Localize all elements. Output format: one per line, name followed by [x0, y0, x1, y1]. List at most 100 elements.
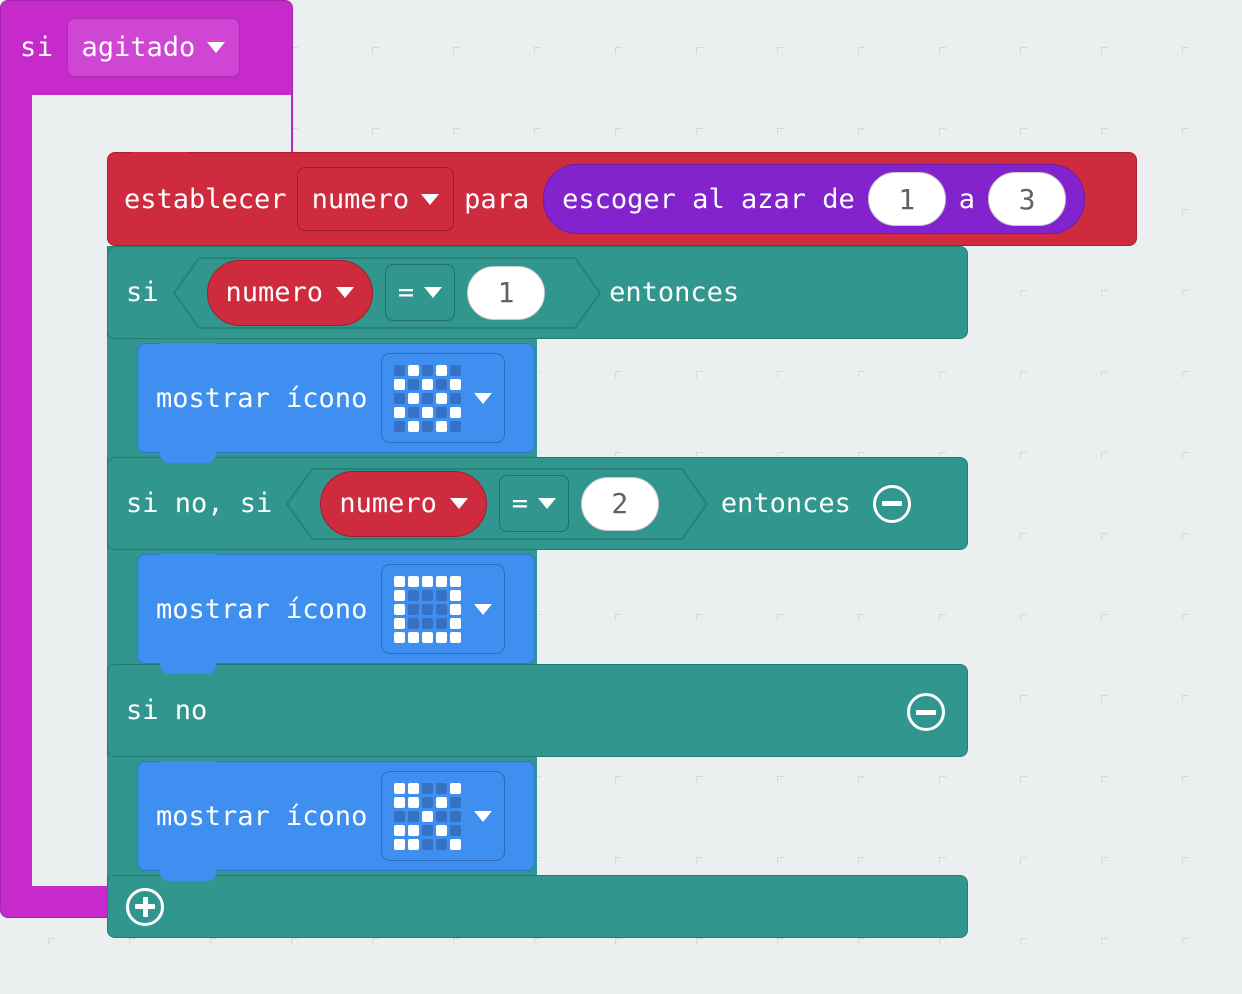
checkerboard-icon — [394, 364, 462, 432]
minus-circle-icon[interactable] — [872, 484, 911, 523]
led-cell — [394, 420, 406, 432]
show-icon-block-2[interactable]: mostrar ícono — [137, 554, 535, 674]
led-cell — [394, 392, 406, 404]
set-variable-connector: para — [464, 183, 530, 215]
chevron-down-icon — [537, 498, 556, 509]
led-cell — [450, 392, 462, 404]
led-cell — [436, 589, 448, 601]
set-variable-keyword: establecer — [124, 183, 287, 215]
set-variable-block[interactable]: establecer numero para escoger al azar d… — [107, 152, 1137, 246]
chevron-down-icon — [474, 603, 493, 615]
diamond-icon — [394, 782, 462, 850]
led-cell — [422, 420, 434, 432]
led-cell — [394, 796, 406, 808]
minus-circle-icon[interactable] — [907, 693, 945, 731]
block-top-notch — [160, 343, 216, 354]
led-cell — [394, 603, 406, 615]
led-cell — [450, 824, 462, 836]
then-keyword-label-1: entonces — [609, 277, 740, 308]
pick-random-block[interactable]: escoger al azar de 1 a 3 — [543, 164, 1086, 234]
led-cell — [394, 782, 406, 794]
chevron-down-icon — [474, 810, 493, 822]
led-cell — [422, 617, 434, 629]
led-cell — [408, 810, 420, 822]
led-cell — [394, 406, 406, 418]
led-cell — [450, 810, 462, 822]
pick-random-between-label: a — [958, 183, 976, 215]
led-cell — [436, 392, 448, 404]
show-icon-picker-1[interactable] — [381, 353, 506, 443]
led-cell — [422, 589, 434, 601]
pick-random-min-input[interactable]: 1 — [867, 172, 946, 226]
if-else-block[interactable]: si numero = 1 entonces — [107, 246, 968, 938]
condition-number-1[interactable]: 1 — [467, 265, 546, 320]
pick-random-max-input[interactable]: 3 — [988, 172, 1067, 226]
condition-number-2[interactable]: 2 — [580, 476, 659, 531]
led-cell — [436, 406, 448, 418]
event-keyword-label: si — [20, 32, 54, 63]
condition-variable-1[interactable]: numero — [206, 259, 374, 326]
led-cell — [408, 824, 420, 836]
show-icon-picker-3[interactable] — [381, 771, 506, 861]
show-icon-picker-2[interactable] — [381, 564, 506, 654]
if-keyword-label-1: si — [126, 277, 159, 308]
condition-operator-value-1: = — [397, 277, 415, 308]
square-outline-icon — [394, 575, 462, 643]
led-cell — [436, 838, 448, 850]
led-cell — [436, 824, 448, 836]
led-cell — [422, 575, 434, 587]
led-cell — [394, 617, 406, 629]
led-cell — [450, 631, 462, 643]
led-cell — [450, 406, 462, 418]
event-block-header[interactable]: si agitado — [0, 0, 241, 95]
block-top-notch — [132, 152, 188, 162]
block-bottom-notch — [160, 870, 216, 881]
condition-hex-2[interactable]: numero = 2 — [286, 467, 709, 540]
led-cell — [408, 617, 420, 629]
led-cell — [450, 603, 462, 615]
led-cell — [422, 796, 434, 808]
led-cell — [408, 589, 420, 601]
plus-circle-icon[interactable] — [126, 887, 164, 926]
chevron-down-icon — [336, 287, 355, 298]
condition-variable-value-2: numero — [339, 488, 437, 519]
pick-random-label: escoger al azar de — [562, 183, 855, 215]
if-block-footer[interactable] — [107, 875, 968, 938]
else-if-keyword-label-2: si no, si — [126, 488, 273, 519]
led-cell — [450, 838, 462, 850]
led-cell — [436, 420, 448, 432]
if-branch-header-1[interactable]: si numero = 1 entonces — [107, 246, 968, 339]
condition-operator-1[interactable]: = — [385, 264, 456, 321]
led-cell — [450, 796, 462, 808]
event-dropdown[interactable]: agitado — [66, 18, 241, 77]
condition-variable-2[interactable]: numero — [320, 470, 487, 537]
led-cell — [422, 392, 434, 404]
show-icon-block-3[interactable]: mostrar ícono — [137, 761, 535, 881]
condition-hex-1[interactable]: numero = 1 — [172, 256, 601, 329]
led-cell — [422, 838, 434, 850]
block-bottom-notch — [160, 452, 216, 463]
if-branch-header-2[interactable]: si no, si numero = 2 entonces — [107, 457, 968, 550]
led-cell — [450, 617, 462, 629]
if-branch-header-3[interactable]: si no — [107, 664, 968, 757]
chevron-down-icon — [207, 42, 226, 53]
led-cell — [408, 796, 420, 808]
chevron-down-icon — [474, 392, 493, 404]
show-icon-block-1[interactable]: mostrar ícono — [137, 343, 535, 463]
led-cell — [394, 575, 406, 587]
chevron-down-icon — [421, 193, 440, 205]
condition-operator-2[interactable]: = — [498, 475, 569, 532]
led-cell — [422, 631, 434, 643]
chevron-down-icon — [449, 498, 468, 509]
led-cell — [436, 631, 448, 643]
event-dropdown-value: agitado — [81, 32, 196, 63]
show-icon-label-3: mostrar ícono — [156, 800, 368, 832]
led-cell — [450, 782, 462, 794]
led-cell — [408, 378, 420, 390]
set-variable-name-dropdown[interactable]: numero — [296, 167, 455, 231]
led-cell — [394, 838, 406, 850]
led-cell — [422, 810, 434, 822]
chevron-down-icon — [424, 287, 443, 298]
led-cell — [408, 838, 420, 850]
